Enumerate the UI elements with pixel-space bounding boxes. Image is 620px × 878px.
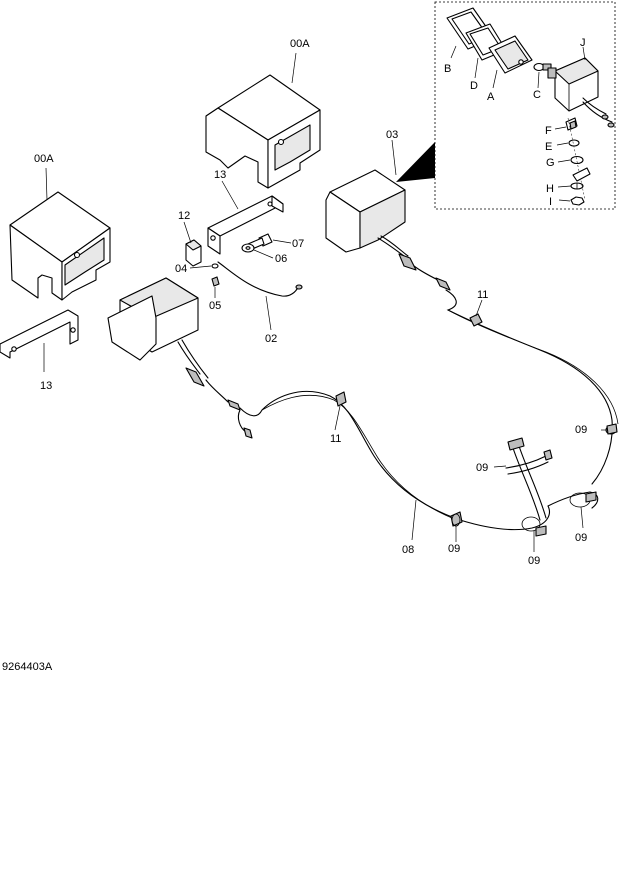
leader-09-e xyxy=(493,465,507,468)
label-g: G xyxy=(546,157,555,169)
mounting-bolt xyxy=(565,117,578,131)
mounting-bracket-top xyxy=(207,195,284,255)
harness-08 xyxy=(239,390,550,531)
harness-02 xyxy=(217,261,299,297)
work-lamp-left xyxy=(107,277,209,387)
callout-05: 05 xyxy=(209,300,221,312)
bracket-plate xyxy=(572,167,591,182)
label-d: D xyxy=(470,80,478,92)
label-a: A xyxy=(487,91,495,103)
terminal-05 xyxy=(211,276,220,287)
washer-06 xyxy=(241,243,255,253)
lock-washer xyxy=(570,182,584,190)
label-f: F xyxy=(545,125,552,137)
callout-04: 04 xyxy=(175,263,187,275)
label-e: E xyxy=(545,141,552,153)
mounting-bracket-left xyxy=(0,309,79,359)
label-c: C xyxy=(533,89,541,101)
lamp-housing xyxy=(547,57,615,128)
label-b: B xyxy=(444,63,451,75)
callout-07: 07 xyxy=(292,238,304,250)
harness-08-tie xyxy=(335,391,347,407)
callout-09-e: 09 xyxy=(476,462,488,474)
detail-inset: B D A C J F E G H I xyxy=(396,1,616,210)
drawing-number: 9264403A xyxy=(2,661,53,673)
callout-06: 06 xyxy=(275,253,287,265)
lamp-guard-left xyxy=(9,191,111,301)
callout-12: 12 xyxy=(178,210,190,222)
callout-13-top: 13 xyxy=(214,169,226,181)
callout-03: 03 xyxy=(386,129,398,141)
lamp-left-pigtail xyxy=(205,379,229,403)
clamp-09-d xyxy=(450,511,463,527)
clamp-09-b xyxy=(569,491,597,508)
lamp-left-plug xyxy=(227,399,241,411)
clamp-09-c xyxy=(521,516,547,537)
label-j: J xyxy=(580,37,586,49)
callout-13-left: 13 xyxy=(40,380,52,392)
washer-e xyxy=(568,139,580,147)
callout-09-a: 09 xyxy=(575,424,587,436)
hex-nut xyxy=(570,196,585,206)
washer-g xyxy=(570,155,584,165)
callout-02: 02 xyxy=(265,333,277,345)
callout-00a-top: 00A xyxy=(290,38,310,50)
detail-pointer-arrow xyxy=(396,142,435,182)
callout-11-mid: 11 xyxy=(330,433,341,445)
callout-11-right: 11 xyxy=(477,289,488,301)
callout-09-d: 09 xyxy=(448,543,460,555)
rubber-block xyxy=(185,239,202,267)
clip-04 xyxy=(211,263,219,269)
label-h: H xyxy=(546,183,554,195)
work-lamp-right xyxy=(325,169,417,271)
harness-11-right-tie xyxy=(469,313,483,327)
lamp-lens xyxy=(488,35,533,74)
callout-08: 08 xyxy=(402,544,414,556)
callout-09-b: 09 xyxy=(575,532,587,544)
connector-cluster xyxy=(505,437,599,521)
lamp-bulb xyxy=(533,62,552,72)
assembly-axis xyxy=(567,117,586,201)
clamp-09-a xyxy=(605,423,618,435)
detail-inset-border xyxy=(434,1,616,210)
callout-00a-left: 00A xyxy=(34,153,54,165)
lamp-right-pigtail xyxy=(413,265,439,281)
callout-09-c: 09 xyxy=(528,555,540,567)
lamp-guard-top xyxy=(205,74,321,189)
lamp-right-plug xyxy=(435,277,451,291)
label-i: I xyxy=(549,196,552,208)
